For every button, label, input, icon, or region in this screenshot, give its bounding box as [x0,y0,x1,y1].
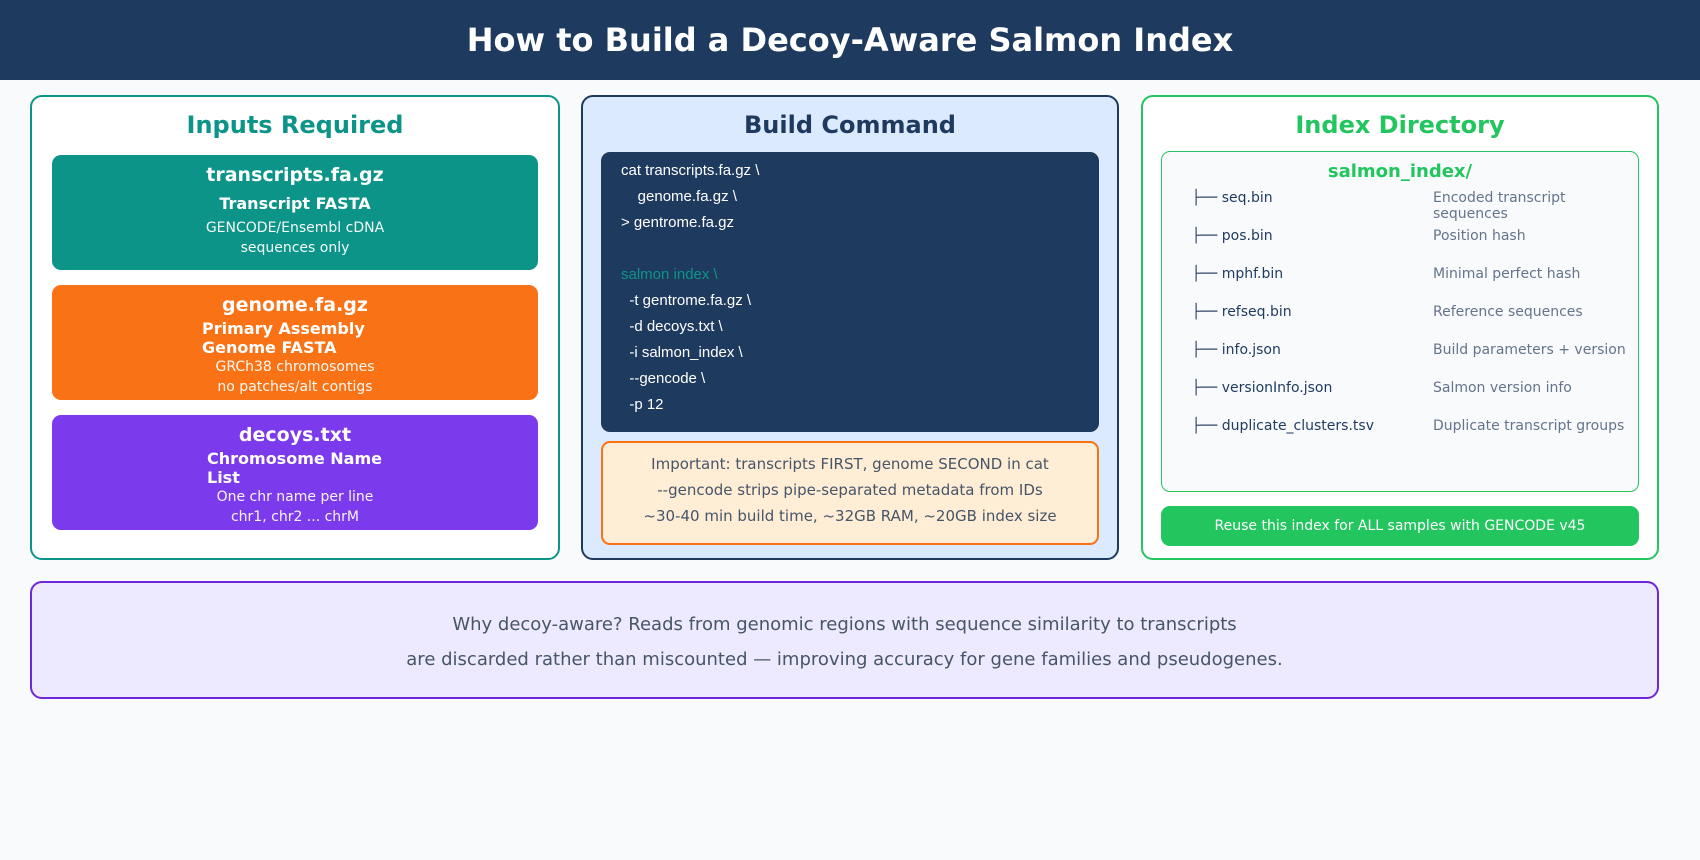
file-desc: One chr name per line [216,489,374,505]
directory-tree: salmon_index/ ├── seq.bin Encoded transcr… [1161,151,1639,492]
file-description: Salmon version info [1433,380,1572,396]
index-panel: Index Directory salmon_index/ ├── seq.bi… [1141,95,1659,560]
branch-glyph: ├── [1192,190,1218,206]
branch-glyph: ├── [1192,228,1218,244]
input-decoys: decoys.txt Chromosome Name List One chr … [52,415,538,530]
reuse-banner: Reuse this index for ALL samples with GE… [1161,506,1639,546]
note-line: ~30-40 min build time, ~32GB RAM, ~20GB … [643,507,1057,525]
file-name: ├── pos.bin [1192,228,1273,244]
branch-glyph: ├── [1192,380,1218,396]
why-decoy-box: Why decoy-aware? Reads from genomic regi… [30,581,1659,699]
tree-row: ├── duplicate_clusters.tsv Duplicate tran… [1192,418,1638,438]
file-name: ├── info.json [1192,342,1281,358]
code-line: genome.fa.gz \ [621,188,737,205]
file-desc: GRCh38 chromosomes [215,359,375,375]
build-panel: Build Command cat transcripts.fa.gz \ ge… [581,95,1119,560]
root-folder: salmon_index/ [1327,161,1473,182]
file-type: Transcript FASTA [219,194,371,213]
file-name: ├── seq.bin [1192,190,1273,206]
file-name: ├── duplicate_clusters.tsv [1192,418,1374,434]
code-line: -t gentrome.fa.gz \ [621,292,752,309]
file-description: Build parameters + version [1433,342,1626,358]
file-name: decoys.txt [238,424,352,446]
file-description: Encoded transcript sequences [1433,190,1566,222]
code-line: salmon index \ [621,266,718,283]
file-desc: no patches/alt contigs [217,379,373,395]
code-line: cat transcripts.fa.gz \ [621,162,760,179]
file-name: ├── versionInfo.json [1192,380,1333,396]
branch-glyph: ├── [1192,418,1218,434]
code-line: --gencode \ [621,370,706,387]
file-description: Reference sequences [1433,304,1583,320]
code-line: -d decoys.txt \ [621,318,723,335]
file-type: Primary Assembly Genome FASTA [202,319,365,357]
index-title: Index Directory [1295,111,1505,139]
branch-glyph: ├── [1192,266,1218,282]
code-line: -p 12 [621,396,664,413]
file-name: genome.fa.gz [222,294,368,316]
tree-row: ├── mphf.bin Minimal perfect hash [1192,266,1638,286]
input-transcripts: transcripts.fa.gz Transcript FASTA GENCO… [52,155,538,270]
tree-row: ├── versionInfo.json Salmon version info [1192,380,1638,400]
code-block: cat transcripts.fa.gz \ genome.fa.gz \ >… [601,152,1099,432]
file-name: ├── mphf.bin [1192,266,1284,282]
why-line: are discarded rather than miscounted — i… [406,649,1283,670]
file-desc: GENCODE/Ensembl cDNA [205,220,385,236]
file-description: Minimal perfect hash [1433,266,1581,282]
note-line: --gencode strips pipe-separated metadata… [657,481,1043,499]
tree-row: ├── pos.bin Position hash [1192,228,1638,248]
page-title: How to Build a Decoy-Aware Salmon Index [0,0,1700,80]
code-line: > gentrome.fa.gz [621,214,734,231]
tree-row: ├── seq.bin Encoded transcript sequences [1192,190,1638,222]
important-note: Important: transcripts FIRST, genome SEC… [601,441,1099,545]
note-line: Important: transcripts FIRST, genome SEC… [651,455,1049,473]
input-genome: genome.fa.gz Primary Assembly Genome FAS… [52,285,538,400]
inputs-title: Inputs Required [186,111,404,139]
file-description: Position hash [1433,228,1526,244]
file-name: transcripts.fa.gz [206,164,384,186]
tree-row: ├── info.json Build parameters + version [1192,342,1638,362]
why-line: Why decoy-aware? Reads from genomic regi… [452,614,1237,635]
tree-row: ├── refseq.bin Reference sequences [1192,304,1638,324]
file-desc: chr1, chr2 ... chrM [230,509,360,525]
code-line: -i salmon_index \ [621,344,743,361]
branch-glyph: ├── [1192,342,1218,358]
file-desc: sequences only [240,240,350,256]
file-type: Chromosome Name List [207,449,382,487]
branch-glyph: ├── [1192,304,1218,320]
file-description: Duplicate transcript groups [1433,418,1625,434]
file-name: ├── refseq.bin [1192,304,1292,320]
build-title: Build Command [744,111,956,139]
code-line [621,236,1079,262]
inputs-panel: Inputs Required transcripts.fa.gz Transc… [30,95,560,560]
